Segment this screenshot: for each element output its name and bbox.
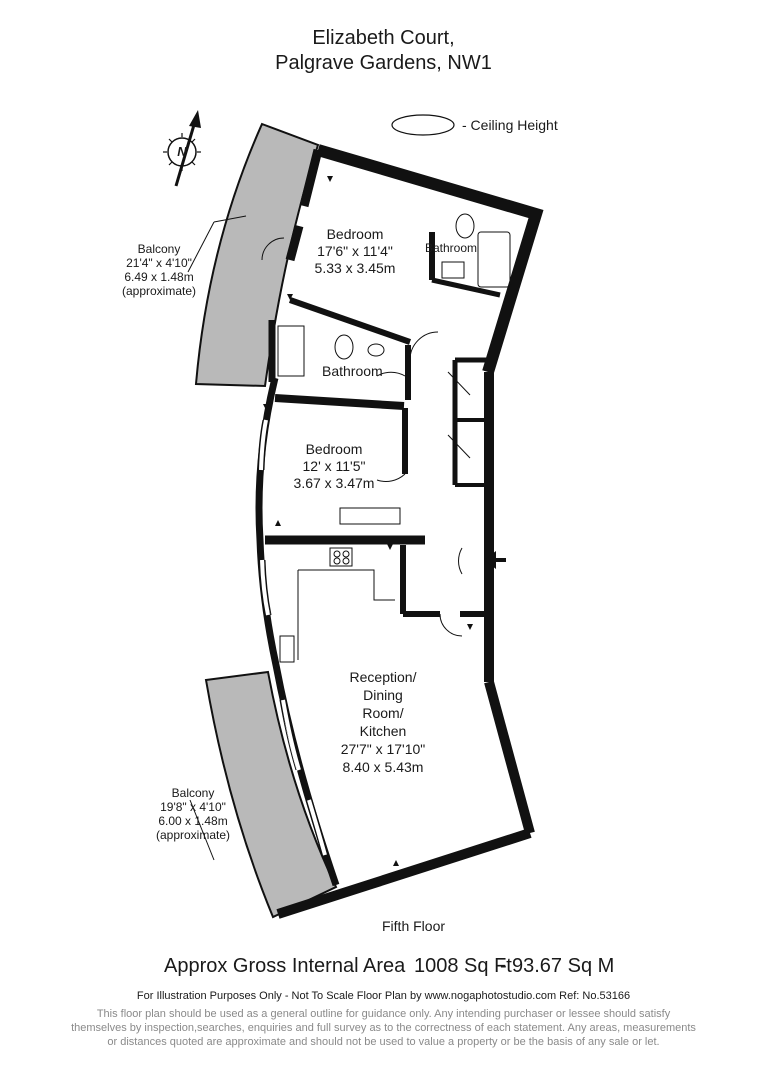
- compass-icon: [163, 110, 201, 187]
- interior-walls: [265, 232, 501, 617]
- bedroom-2-name: Bedroom: [305, 441, 363, 457]
- bedroom-1-metric: 5.33 x 3.45m: [314, 260, 396, 276]
- upper-balcony-imperial: 21'4" x 4'10": [126, 256, 192, 270]
- upper-balcony-name: Balcony: [137, 242, 181, 256]
- upper-balcony-label: Balcony 21'4" x 4'10" 6.49 x 1.48m (appr…: [100, 242, 218, 298]
- door-swings: [261, 237, 471, 637]
- bedroom-2-metric: 3.67 x 3.47m: [293, 475, 375, 491]
- title-line-2: Palgrave Gardens, NW1: [275, 52, 492, 74]
- floor-label: Fifth Floor: [382, 918, 446, 934]
- bathroom-fixtures: [277, 213, 511, 377]
- bedroom-2-label: Bedroom 12' x 11'5" 3.67 x 3.47m: [284, 441, 384, 492]
- reception-line-2: Dining: [363, 687, 403, 703]
- area-label: Approx Gross Internal Area: [164, 955, 406, 977]
- upper-balcony-metric: 6.49 x 1.48m: [124, 270, 194, 284]
- bedroom-2-imperial: 12' x 11'5": [302, 458, 366, 474]
- lower-balcony: [204, 670, 338, 919]
- windows: [259, 419, 327, 856]
- window-lines: [257, 419, 329, 856]
- reception-imperial: 27'7" x 17'10": [340, 741, 426, 757]
- bedroom-1-name: Bedroom: [326, 226, 384, 242]
- title-line-1: Elizabeth Court,: [312, 27, 455, 49]
- ceiling-height-symbol: [391, 114, 455, 136]
- disclaimer-line-3: or distances quoted are approximate and …: [107, 1036, 660, 1048]
- compass-letter: N: [177, 144, 187, 159]
- bedroom-1-imperial: 17'6" x 11'4": [317, 243, 393, 259]
- area-sq-m: 93.67 Sq M: [512, 955, 615, 977]
- bedroom-1-label: Bedroom 17'6" x 11'4" 5.33 x 3.45m: [305, 226, 405, 277]
- reception-label: Reception/ Dining Room/ Kitchen 27'7" x …: [333, 668, 433, 776]
- reception-line-1: Reception/: [349, 669, 417, 685]
- entrance-arrow-icon: [484, 551, 496, 569]
- kitchen-fixtures: [279, 507, 401, 663]
- ceiling-height-label: - Ceiling Height: [462, 117, 558, 133]
- lower-balcony-note: (approximate): [155, 828, 231, 842]
- ensuite-label: Bathroom: [425, 241, 478, 255]
- reception-line-3: Room/: [362, 705, 404, 721]
- area-sq-ft: 1008 Sq Ft: [414, 955, 512, 977]
- lower-balcony-metric: 6.00 x 1.48m: [158, 814, 228, 828]
- lower-balcony-imperial: 19'8" x 4'10": [160, 800, 226, 814]
- area-separator: -: [500, 955, 507, 977]
- bathroom-label: Bathroom: [322, 363, 383, 379]
- reception-line-4: Kitchen: [359, 723, 407, 739]
- reception-metric: 8.40 x 5.43m: [342, 759, 424, 775]
- ceiling-markers: [263, 176, 473, 866]
- upper-balcony: [194, 122, 320, 388]
- lower-balcony-label: Balcony 19'8" x 4'10" 6.00 x 1.48m (appr…: [134, 786, 252, 842]
- upper-balcony-note: (approximate): [121, 284, 197, 298]
- illustration-note: For Illustration Purposes Only - Not To …: [136, 990, 631, 1002]
- lower-balcony-name: Balcony: [171, 786, 215, 800]
- disclaimer-line-2: themselves by inspection,searches, enqui…: [71, 1022, 696, 1034]
- disclaimer-line-1: This floor plan should be used as a gene…: [96, 1008, 671, 1020]
